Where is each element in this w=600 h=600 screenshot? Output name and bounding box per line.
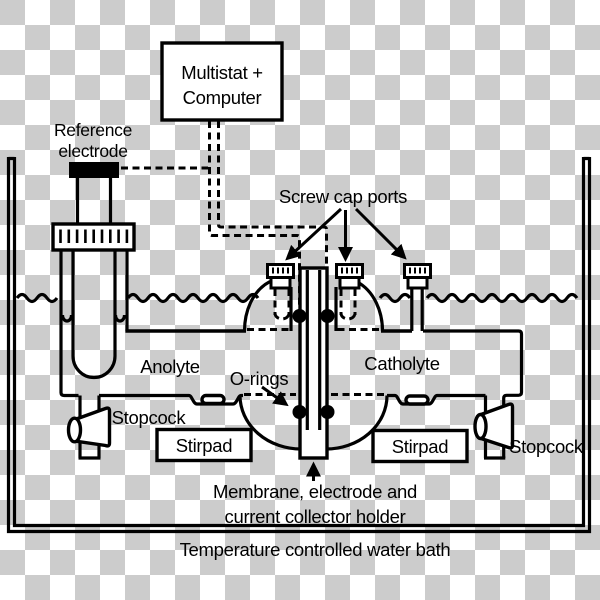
text-labels: Reference electrode Screw cap ports Anol… <box>54 120 584 560</box>
membrane-holder-label-line2: current collector holder <box>225 506 406 527</box>
anolyte-dome-arc <box>242 280 271 332</box>
stir-bar-left <box>200 393 226 406</box>
anolyte-bottom-arc <box>238 395 302 451</box>
screw-cap-port-middle <box>335 263 364 290</box>
annotation-arrows <box>261 207 407 481</box>
o-rings-label: O-rings <box>230 368 289 389</box>
membrane-electrode-holder <box>298 266 329 460</box>
reference-electrode-label-line2: electrode <box>58 141 127 161</box>
multistat-label-line1: Multistat + <box>181 62 263 83</box>
anolyte-cell <box>59 250 302 460</box>
screw-cap-port-left <box>266 263 295 290</box>
screw-cap-port-right <box>403 263 432 331</box>
stirpad-right-label: Stirpad <box>392 436 449 457</box>
screw-cap-ports-label: Screw cap ports <box>279 186 407 207</box>
arrow-screw-cap-right <box>354 207 407 260</box>
reference-electrode-label-line1: Reference <box>54 120 132 140</box>
arrow-screw-cap-left <box>285 207 343 261</box>
stir-bar-right <box>404 394 430 406</box>
o-ring-top-right <box>320 309 335 323</box>
reference-electrode <box>51 162 136 380</box>
arrow-o-rings <box>261 385 289 407</box>
catholyte-label: Catholyte <box>364 353 439 374</box>
stirpad-left-box: Stirpad <box>155 427 253 463</box>
stirpad-right-box: Stirpad <box>371 428 469 464</box>
wires-dashed <box>121 121 328 311</box>
multistat-label-line2: Computer <box>183 87 262 108</box>
anolyte-label: Anolyte <box>140 356 200 377</box>
stopcock-left-valve <box>66 406 112 448</box>
catholyte-dome-arc <box>355 280 385 332</box>
o-rings <box>292 309 335 419</box>
water-level-wavy-line <box>15 292 579 304</box>
water-bath-tank <box>6 156 592 534</box>
reference-electrode-cap <box>69 162 119 178</box>
stopcock-right-label: Stopcock <box>509 436 584 457</box>
catholyte-bottom-arc <box>325 395 389 451</box>
o-ring-top-left <box>292 309 307 323</box>
o-ring-bottom-right <box>320 405 335 419</box>
wire-right <box>217 121 328 311</box>
stopcock-left-label: Stopcock <box>112 407 187 428</box>
membrane-holder-label-line1: Membrane, electrode and <box>213 481 417 502</box>
multistat-computer-box: Multistat + Computer <box>160 41 284 122</box>
screw-cap-ticks <box>59 229 129 243</box>
stirpad-left-label: Stirpad <box>176 435 233 456</box>
o-ring-bottom-left <box>292 405 307 419</box>
stopcock-right-valve <box>473 402 515 450</box>
water-bath-label: Temperature controlled water bath <box>180 539 451 560</box>
catholyte-cell <box>325 280 524 460</box>
